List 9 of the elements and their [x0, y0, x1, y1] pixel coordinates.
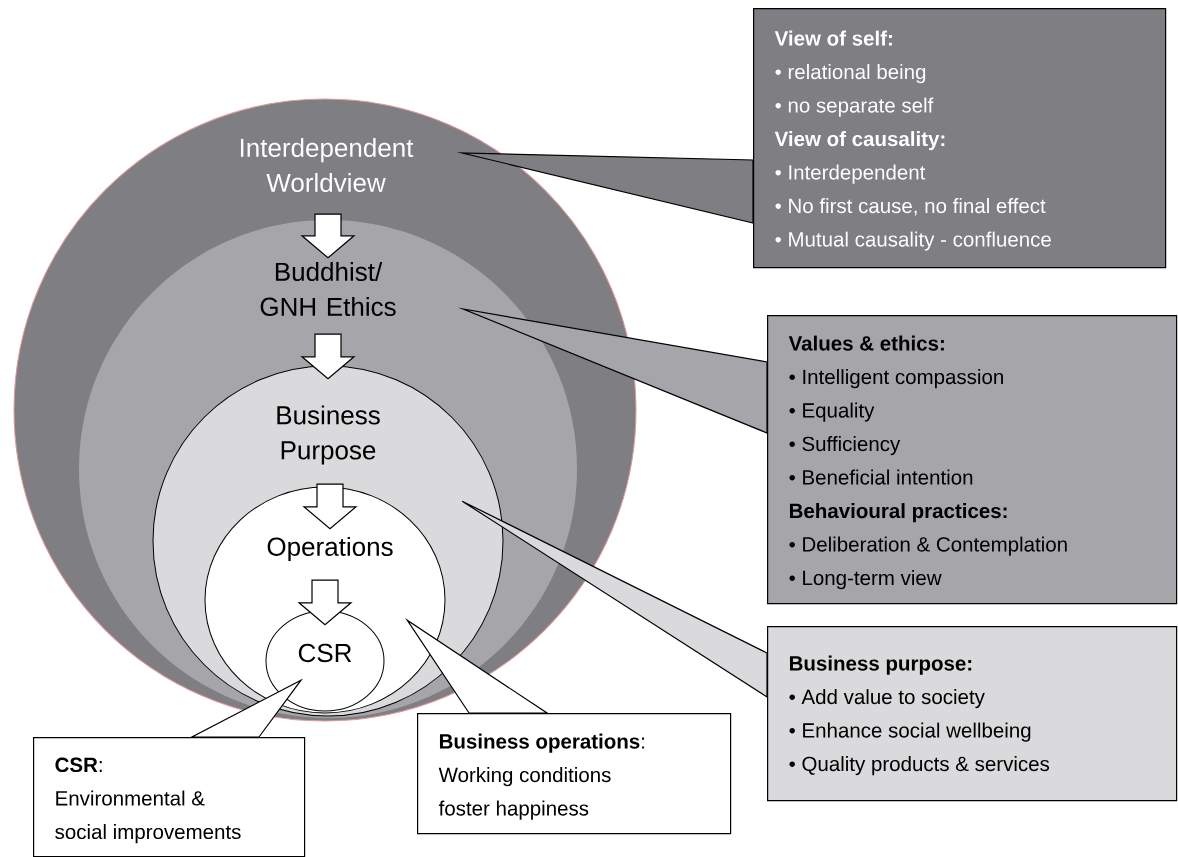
block-arrow: [297, 579, 353, 626]
callout-box: CSR: Environmental & social improvements: [33, 737, 306, 857]
callout-box: Business purpose: • Add value to society • Enhance social wellbeing • Quality products & services: [767, 626, 1178, 802]
callout-box: Values & ethics: • Intelligent compassion • Equality • Sufficiency • Beneficial intention Behavioural practices: • Deliberation & Contemplation • Long-term view: [767, 315, 1178, 605]
block-arrow: [300, 333, 356, 380]
block-arrow: [302, 483, 358, 530]
callout-pointer: [461, 500, 768, 699]
block-arrow: [300, 213, 356, 259]
callout-box: View of self: • relational being • no separate self View of causality: • Interdependent • No first cause, no final effect • Mutual causality - confluence: [753, 8, 1167, 269]
